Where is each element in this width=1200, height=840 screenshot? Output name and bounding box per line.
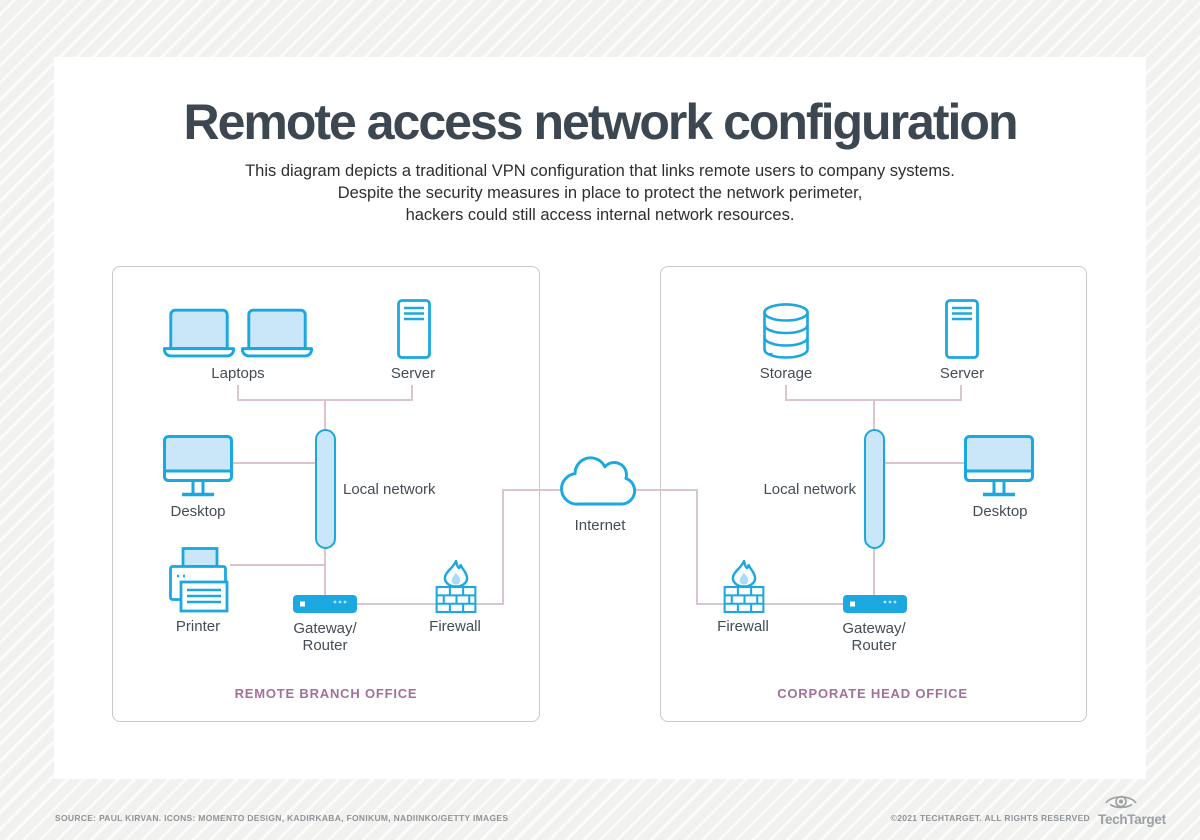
subtitle-line: Despite the security measures in place t… [337, 184, 863, 202]
gateway-router-icon [843, 595, 907, 613]
subtitle-line: hackers could still access internal netw… [405, 206, 795, 224]
printer-icon [169, 547, 229, 613]
firewall-icon [435, 560, 477, 613]
head-office-caption: CORPORATE HEAD OFFICE [777, 686, 968, 701]
eye-icon [1105, 795, 1137, 809]
label-local-network: Local network [343, 481, 436, 498]
connector-line [762, 603, 844, 605]
label-server: Server [390, 365, 436, 382]
connector-line [785, 385, 787, 401]
source-credit: SOURCE: PAUL KIRVAN. ICONS: MOMENTO DESI… [55, 813, 509, 823]
laptop-icon [241, 308, 313, 358]
local-network-pill [864, 429, 885, 549]
label-gateway-line1: Gateway/ [842, 620, 906, 637]
label-internet: Internet [574, 517, 626, 534]
desktop-icon [163, 435, 233, 497]
label-laptops: Laptops [211, 365, 265, 382]
label-gateway-line1: Gateway/ [293, 620, 357, 637]
connector-line [696, 603, 724, 605]
local-network-pill [315, 429, 336, 549]
connector-line [873, 547, 875, 596]
label-firewall: Firewall [429, 618, 481, 635]
page-title: Remote access network configuration [183, 94, 1018, 150]
label-printer: Printer [175, 618, 221, 635]
connector-line [883, 462, 965, 464]
label-gateway-router: Gateway/ Router [814, 620, 934, 654]
label-gateway-router: Gateway/ Router [265, 620, 385, 654]
label-firewall: Firewall [717, 618, 769, 635]
storage-icon [763, 303, 809, 359]
connector-line [324, 547, 326, 596]
desktop-icon [964, 435, 1034, 497]
server-icon [397, 299, 431, 359]
laptop-icon [163, 308, 235, 358]
label-server: Server [939, 365, 985, 382]
subtitle-line: This diagram depicts a traditional VPN c… [245, 162, 955, 180]
branch-office-caption: REMOTE BRANCH OFFICE [234, 686, 418, 701]
internet-cloud-icon [560, 456, 637, 506]
connector-line [960, 385, 962, 401]
gateway-router-icon [293, 595, 357, 613]
copyright-text: ©2021 TECHTARGET. ALL RIGHTS RESERVED [890, 813, 1090, 823]
label-desktop: Desktop [170, 503, 226, 520]
label-desktop: Desktop [972, 503, 1028, 520]
connector-line [502, 489, 504, 604]
connector-line [237, 385, 239, 401]
firewall-icon [723, 560, 765, 613]
label-gateway-line2: Router [851, 637, 897, 654]
connector-line [474, 603, 504, 605]
page-subtitle: This diagram depicts a traditional VPN c… [0, 160, 1200, 226]
connector-line [324, 399, 326, 432]
label-gateway-line2: Router [302, 637, 348, 654]
connector-line [356, 603, 436, 605]
label-local-network: Local network [763, 481, 856, 498]
connector-line [411, 385, 413, 401]
techtarget-logo: TechTarget [1098, 792, 1166, 827]
connector-line [696, 489, 698, 604]
server-icon [945, 299, 979, 359]
brand-name: TechTarget [1098, 812, 1166, 827]
connector-line [873, 399, 875, 432]
label-storage: Storage [759, 365, 813, 382]
connector-line [230, 564, 325, 566]
connector-line [233, 462, 317, 464]
